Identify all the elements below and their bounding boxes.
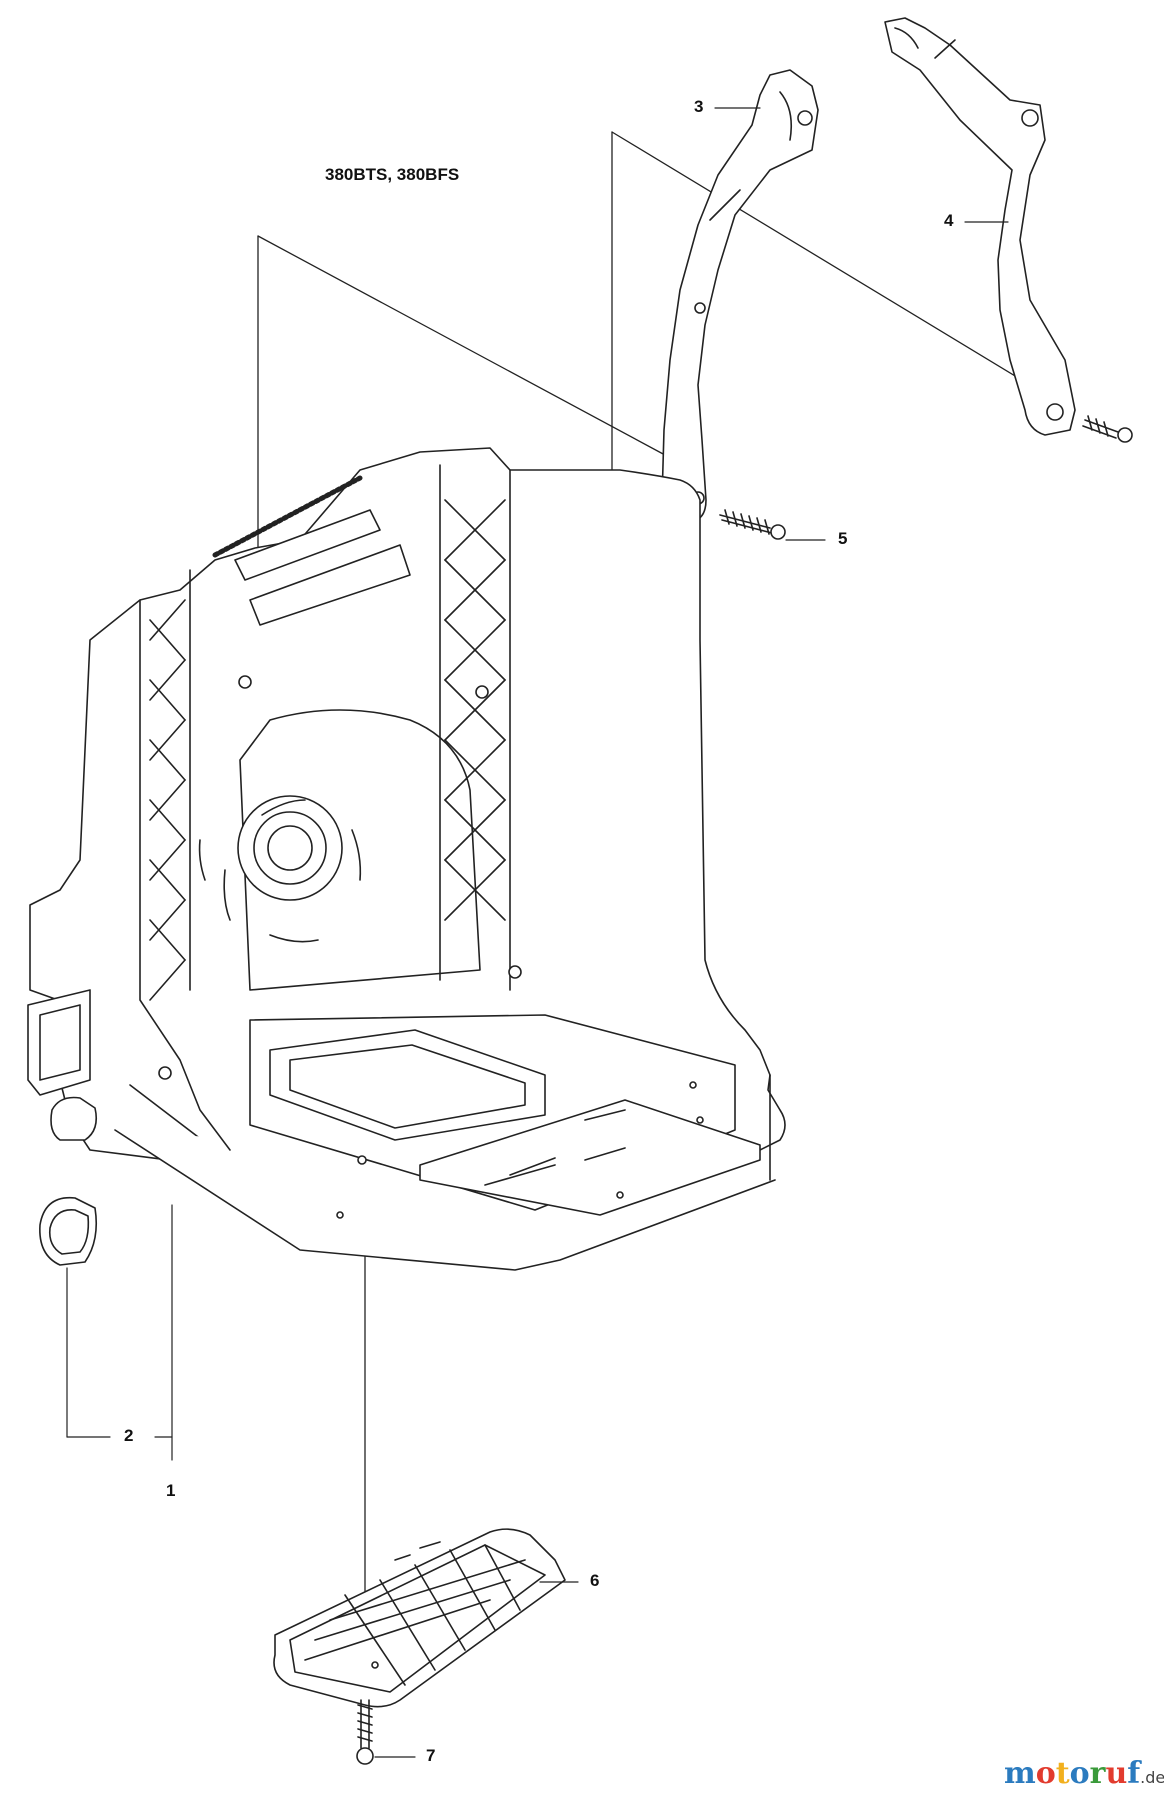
motoruf-logo: motoruf.de [1004,1756,1164,1791]
part-1-back-frame [27,447,786,1271]
leader-lines [66,107,1009,1758]
callout-4: 4 [944,211,954,230]
callout-1: 1 [166,1481,176,1500]
part-6-grid-plate [273,1528,566,1708]
part-3-handle-arm [661,69,819,523]
logo-letter: t [1055,1756,1070,1791]
model-label: 380BTS, 380BFS [325,165,460,184]
logo-tld: .de [1140,1768,1164,1787]
callout-3: 3 [694,97,704,116]
logo-letter: o [1069,1756,1090,1791]
logo-letter: r [1089,1756,1106,1791]
part-5-screws [719,415,1133,540]
logo-letter: o [1035,1756,1056,1791]
part-7-screw [356,1699,374,1765]
callout-5: 5 [838,529,848,548]
logo-letter: f [1127,1756,1141,1791]
logo-letter: u [1105,1756,1128,1791]
logo-letter: m [1004,1756,1036,1791]
callout-2: 2 [124,1426,134,1445]
callout-6: 6 [590,1571,600,1590]
part-2-ring [39,1196,98,1266]
part-4-handle-arm [884,17,1076,436]
callout-7: 7 [426,1746,436,1765]
